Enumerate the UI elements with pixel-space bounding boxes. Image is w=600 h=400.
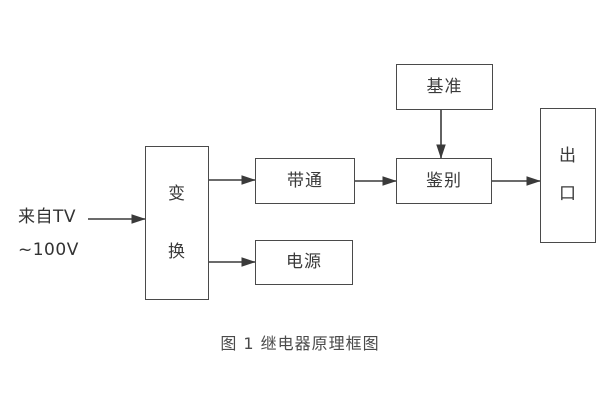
block-bandpass[interactable]: 带通: [255, 158, 355, 204]
block-convert-label-line1: 变: [168, 183, 186, 204]
block-reference[interactable]: 基准: [396, 64, 493, 110]
block-output[interactable]: 出 口: [540, 108, 596, 243]
block-discriminate-label: 鉴别: [426, 170, 462, 191]
block-discriminate[interactable]: 鉴别: [396, 158, 492, 204]
figure-caption: 图 1 继电器原理框图: [220, 334, 380, 353]
block-convert-label-line2: 换: [168, 241, 186, 262]
block-output-label-line1: 出: [559, 145, 577, 166]
block-power-label: 电源: [286, 252, 322, 273]
block-convert[interactable]: 变 换: [145, 146, 209, 300]
block-power[interactable]: 电源: [255, 240, 353, 285]
input-label-line2: ~100V: [18, 240, 79, 260]
block-bandpass-label: 带通: [287, 170, 323, 191]
block-reference-label: 基准: [426, 76, 463, 97]
input-label-line1: 来自TV: [18, 207, 77, 227]
block-output-label-line2: 口: [559, 184, 577, 205]
